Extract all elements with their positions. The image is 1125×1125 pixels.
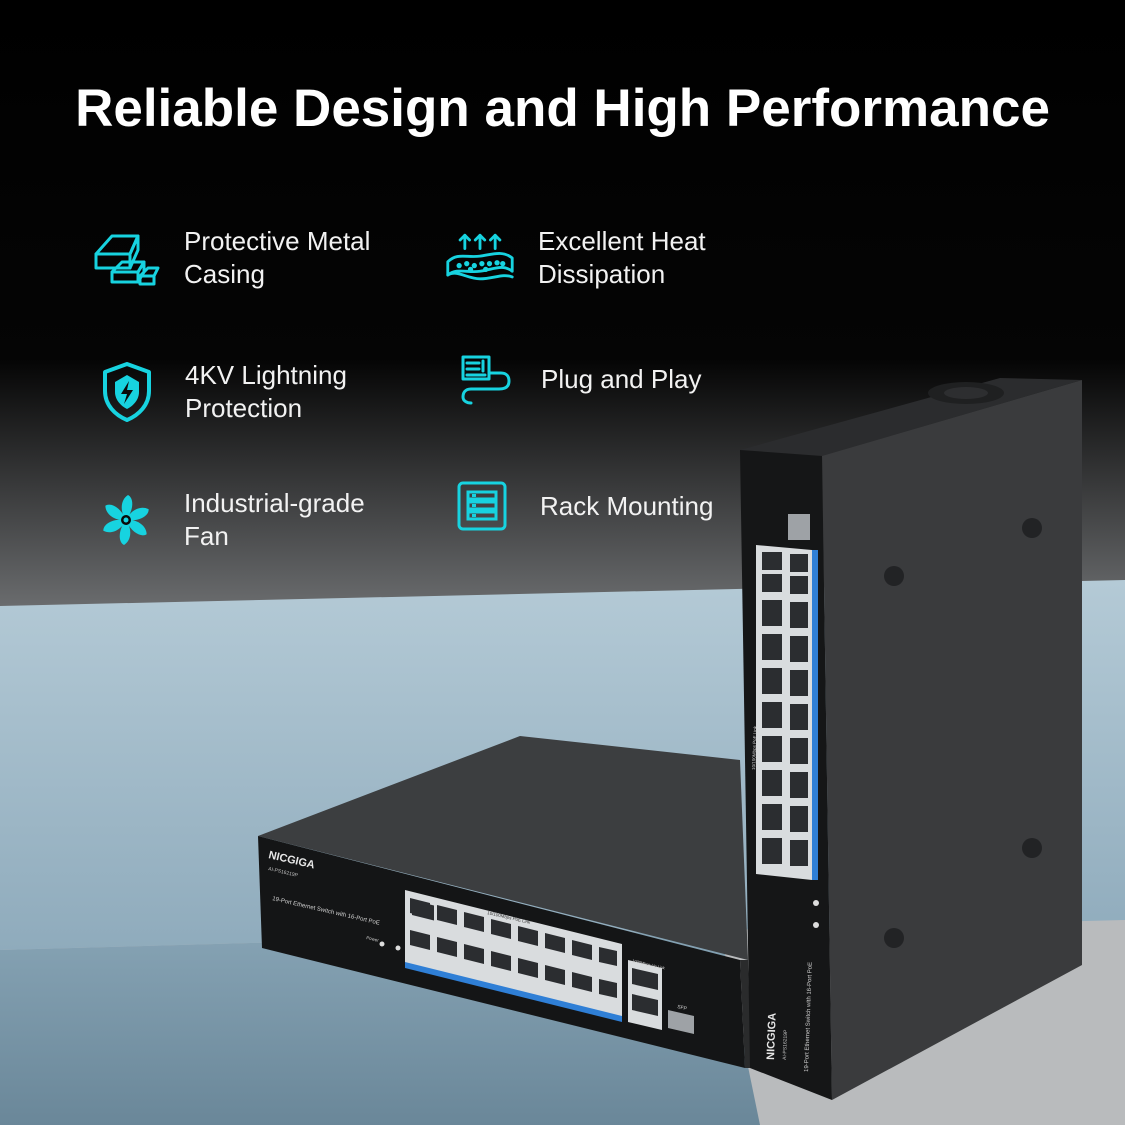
- feature-label-line2: Fan: [184, 521, 229, 551]
- feature-heat-dissipation: Excellent Heat Dissipation: [444, 222, 706, 294]
- horizontal-switch: NICGIGA AI-PS16219P 19-Port Ethernet Swi…: [258, 736, 752, 1068]
- feature-label-line2: Protection: [185, 393, 303, 423]
- page-title: Reliable Design and High Performance: [75, 79, 1050, 138]
- feature-lightning-protection: 4KV Lightning Protection: [91, 356, 347, 428]
- vertical-switch: NICGIGA AI-PS16219P 19-Port Ethernet Swi…: [740, 378, 1082, 1100]
- lightning-shield-icon: [91, 356, 163, 428]
- sfp-label: SFP: [677, 1004, 688, 1012]
- feature-label-line2: Casing: [184, 259, 265, 289]
- rack-icon: [446, 470, 518, 542]
- vertical-switch-brand: NICGIGA: [765, 1013, 779, 1061]
- feature-label-line2: Dissipation: [538, 259, 666, 289]
- feature-label-line1: Industrial-grade: [184, 488, 365, 518]
- feature-label-line1: Protective Metal: [184, 226, 371, 256]
- feature-plug-and-play: Plug and Play: [447, 343, 701, 415]
- feature-label-line1: 4KV Lightning: [185, 360, 347, 390]
- vertical-switch-description: 19-Port Ethernet Switch with 16-Port PoE: [804, 962, 814, 1072]
- plug-cable-icon: [447, 343, 519, 415]
- fan-icon: [90, 484, 162, 556]
- feature-metal-casing: Protective Metal Casing: [90, 222, 370, 294]
- feature-label-line1: Rack Mounting: [540, 490, 714, 521]
- feature-industrial-fan: Industrial-grade Fan: [90, 484, 365, 556]
- vertical-switch-model: AI-PS16219P: [782, 1029, 789, 1060]
- power-label: Power: [366, 935, 380, 943]
- feature-rack-mounting: Rack Mounting: [446, 470, 713, 542]
- feature-label-line1: Excellent Heat: [538, 226, 706, 256]
- feature-label-line1: Plug and Play: [541, 363, 702, 394]
- heat-dissipation-icon: [444, 222, 516, 294]
- vertical-poe-label: 10/100Mbps PoE Link: [751, 725, 758, 770]
- metal-bars-icon: [90, 222, 162, 294]
